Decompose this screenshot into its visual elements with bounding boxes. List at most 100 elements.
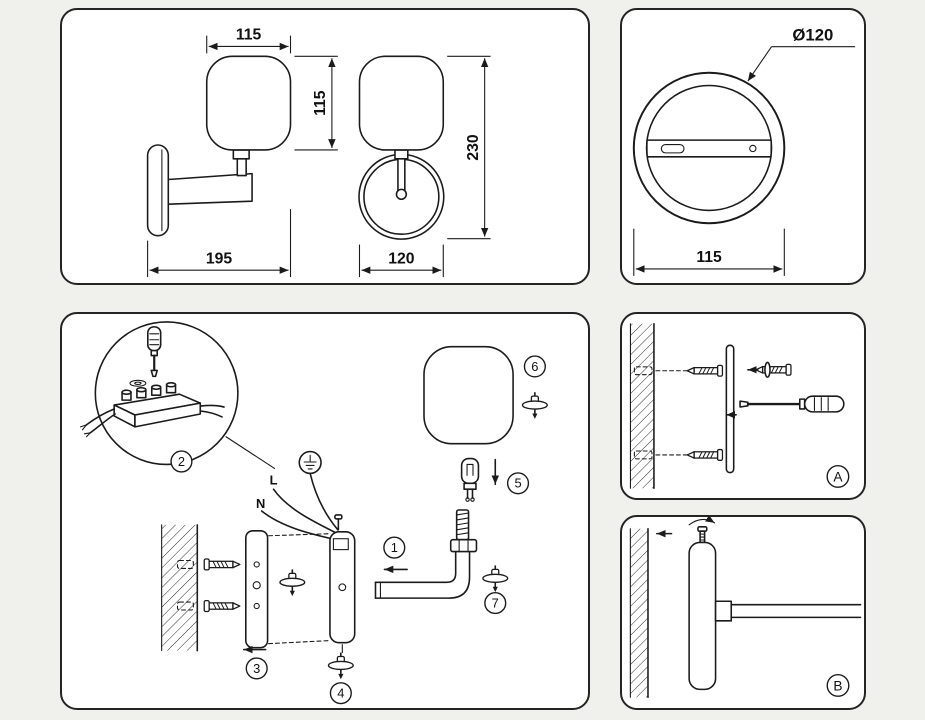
dimensions-drawing: 115 115 195 120 [146, 27, 491, 278]
detail-a-drawing: A [629, 323, 850, 489]
mounting-bracket [245, 530, 269, 649]
fixing-screw-icon [697, 526, 708, 544]
canopy [329, 530, 356, 644]
step-6-label: 6 [531, 359, 538, 374]
shade-outline [423, 345, 514, 445]
stem-neck-side [394, 149, 409, 160]
dim-diameter-label: Ø120 [792, 26, 833, 45]
step-3-label: 3 [253, 661, 260, 676]
magnifier-leader-line [225, 436, 276, 469]
step-1-label: 1 [391, 540, 398, 555]
magnifier-circle [94, 321, 239, 466]
mounting-hole [749, 144, 757, 153]
drill-hole [176, 601, 194, 611]
step-1-badge: 1 [383, 536, 406, 559]
wire-neutral-label: N [256, 496, 265, 511]
wall-plate-side [146, 144, 170, 237]
dim-shade-width: 115 [206, 27, 292, 54]
canopy-terminal [332, 538, 349, 551]
detail-a-label: A [833, 469, 843, 484]
dim-side-width-label: 120 [388, 250, 415, 267]
lamp-arm [167, 172, 253, 205]
dim-shade-height: 115 [294, 55, 338, 151]
drill-hole [633, 450, 653, 460]
terminal-wires [79, 404, 225, 438]
arm-joint [714, 600, 733, 622]
screwdriver-icon [739, 395, 845, 413]
assembly-panel: 2 L N [60, 312, 590, 710]
mounting-screw-icon [203, 558, 241, 571]
thumbscrew-icon [521, 391, 549, 420]
screwdriver-icon [147, 326, 162, 378]
detail-a-badge: A [826, 465, 850, 488]
dim-shade-height-label: 115 [312, 90, 329, 116]
mounting-slot [660, 143, 685, 154]
step-5-label: 5 [514, 476, 521, 491]
step-4-label: 4 [337, 686, 344, 701]
step-2-label: 2 [178, 454, 185, 469]
spring-washer-icon [129, 379, 147, 387]
lamp-side-view [358, 55, 445, 240]
drill-hole [633, 366, 653, 376]
stem-side [397, 157, 406, 193]
plate-top-view [632, 71, 786, 225]
canopy-side-view [688, 541, 717, 691]
plate-panel: Ø120 115 [620, 8, 866, 285]
plate-outer-circle [632, 71, 786, 225]
stem-front [236, 157, 247, 177]
canopy-top-screw [334, 514, 343, 531]
drill-hole [176, 559, 194, 569]
dim-plate-width-label: 115 [696, 249, 722, 266]
wall-section [161, 524, 199, 652]
lamp-shade-front [205, 55, 292, 151]
step-2-badge: 2 [170, 450, 193, 473]
step-7-badge: 7 [484, 591, 507, 615]
dim-shade-width-label: 115 [236, 27, 262, 44]
thumbscrew-icon [482, 564, 509, 593]
arm-elbow-tube [374, 509, 478, 599]
lamp-shade-side [358, 55, 445, 151]
hex-nut [449, 538, 478, 553]
step-4-badge: 4 [329, 682, 352, 705]
dim-plate-width: 115 [633, 228, 785, 276]
dim-side-width: 120 [358, 244, 444, 278]
stem-neck-front [232, 149, 250, 160]
supply-wires [260, 472, 339, 540]
dim-diameter: Ø120 [747, 26, 856, 82]
mounting-screw-icon [686, 448, 724, 461]
dimensions-panel: 115 115 195 120 [60, 8, 590, 285]
dim-overall-depth: 195 [147, 209, 292, 278]
terminal-block [79, 382, 225, 438]
assembly-guide-line [268, 533, 329, 537]
assembly-guide-line [268, 640, 329, 645]
terminal-screws [121, 382, 177, 401]
wall-section [629, 527, 649, 699]
detail-panel-b: B [620, 515, 866, 710]
detail-b-badge: B [826, 674, 850, 697]
thumbscrew-icon [279, 568, 306, 597]
plate-inner-circle [645, 84, 773, 212]
detail-b-drawing: B [629, 517, 862, 699]
wire-live-label: L [270, 472, 278, 487]
mounting-screw-icon [686, 364, 724, 377]
step-5-badge: 5 [506, 472, 530, 495]
bracket-edge [725, 344, 735, 474]
threaded-stud [455, 509, 470, 541]
ground-symbol [298, 450, 322, 475]
plate-drawing: Ø120 115 [632, 26, 856, 276]
rotate-arrow [688, 517, 716, 526]
terminal-detail-magnifier: 2 [79, 321, 276, 473]
detail-panel-a: A [620, 312, 866, 500]
thumbscrew-icon [327, 651, 355, 681]
halogen-bulb-icon [460, 457, 480, 502]
dim-side-height: 230 [447, 55, 491, 240]
assembly-drawing: 2 L N [79, 321, 549, 705]
step-7-label: 7 [492, 596, 499, 611]
lamp-front-view [146, 55, 292, 237]
step-6-badge: 6 [523, 355, 546, 378]
arm-tube [714, 600, 862, 622]
detail-b-label: B [833, 678, 842, 693]
mounting-screw-icon [203, 599, 241, 613]
stem-knob [395, 188, 408, 201]
